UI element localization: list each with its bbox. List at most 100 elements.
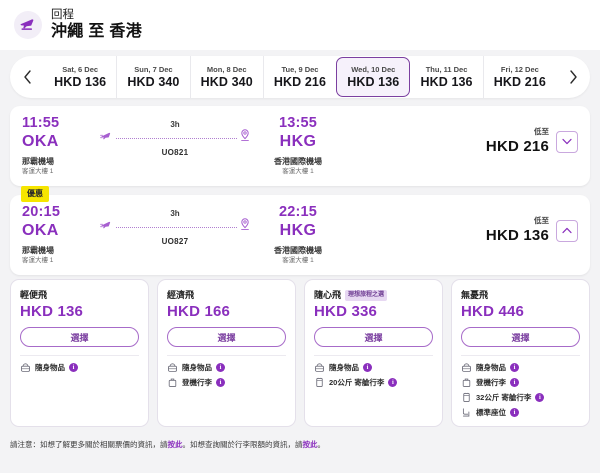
divider (167, 355, 286, 356)
location-pin-icon (240, 218, 250, 236)
checked-bag-icon (314, 377, 325, 388)
amenity-label: 隨身物品 (35, 362, 65, 372)
cabin-bag-icon (461, 377, 472, 388)
chevron-left-icon[interactable] (10, 56, 44, 98)
date-label: Mon, 8 Dec (206, 64, 247, 74)
path-line (116, 226, 237, 228)
departure-terminal: 客運大樓 1 (22, 257, 54, 264)
baggage-info-link[interactable]: 按此 (302, 440, 318, 449)
date-label: Tue, 9 Dec (281, 64, 319, 74)
departure-terminal: 客運大樓 1 (22, 168, 54, 175)
seat-icon (461, 407, 472, 418)
footer-note: 請注意：如想了解更多關於相關票價的資訊，請按此。如想查詢關於行李限額的資訊，請按… (0, 437, 600, 458)
info-icon[interactable]: i (69, 363, 78, 372)
select-fare-button[interactable]: 選擇 (167, 327, 286, 347)
flight-duration: 3h (170, 209, 180, 218)
arrival-airport-name: 香港國際機場 (274, 157, 322, 166)
plane-icon (100, 129, 113, 147)
date-price: HKD 340 (200, 74, 253, 89)
amenity-item: 隨身物品 i (461, 362, 580, 373)
fare-price: HKD 166 (167, 303, 231, 320)
chevron-up-icon[interactable] (556, 219, 578, 242)
amenity-label: 隨身物品 (329, 362, 359, 372)
fare-name: 隨心飛 (314, 290, 342, 300)
amenity-item: 標準座位 i (461, 407, 580, 418)
arrival-airport-name: 香港國際機場 (274, 246, 322, 255)
info-icon[interactable]: i (388, 378, 398, 387)
amenity-label: 隨身物品 (476, 362, 506, 372)
departure-airport-name: 那霸機場 (22, 246, 54, 255)
departure-time: 11:55 (22, 115, 60, 131)
arrival-terminal: 客運大樓 1 (282, 257, 314, 264)
select-fare-button[interactable]: 選擇 (314, 327, 433, 347)
fare-name: 經濟飛 (167, 290, 195, 300)
footer-text-part3: 。 (317, 440, 326, 449)
info-icon[interactable]: i (510, 363, 519, 372)
info-icon[interactable]: i (363, 363, 372, 372)
departure-time: 20:15 (22, 204, 61, 220)
fare-price: HKD 446 (461, 303, 525, 320)
date-label: Wed, 10 Dec (351, 64, 396, 74)
info-icon[interactable]: i (216, 363, 225, 372)
flight-duration: 3h (170, 120, 180, 129)
footer-text-part1: 請注意：如想了解更多關於相關票價的資訊，請 (10, 440, 168, 449)
amenity-item: 隨身物品 i (314, 362, 433, 373)
select-fare-button[interactable]: 選擇 (461, 327, 580, 347)
fare-info-link[interactable]: 按此 (167, 440, 183, 449)
info-icon[interactable]: i (535, 393, 545, 402)
arrival-airport-code: HKG (279, 133, 317, 150)
info-icon[interactable]: i (216, 378, 225, 387)
date-price: HKD 136 (54, 74, 107, 89)
personal-item-icon (461, 362, 472, 373)
arrival-airport-code: HKG (279, 222, 317, 239)
price-section: 低至 HKD 136 (346, 204, 578, 245)
arrival-time: 22:15 (278, 204, 318, 220)
amenity-item: 隨身物品 i (20, 362, 139, 373)
date-label: Sat, 6 Dec (62, 64, 99, 74)
date-price: HKD 136 (347, 74, 400, 89)
page-header: 回程 沖繩 至 香港 (0, 0, 600, 50)
date-price: HKD 216 (273, 74, 327, 89)
departure-airport-name: 那霸機場 (22, 157, 54, 166)
promo-badge: 優惠 (21, 186, 49, 202)
date-label: Sun, 7 Dec (134, 64, 173, 74)
flight-price: HKD 136 (485, 227, 549, 244)
amenity-label: 32公斤 寄艙行李 (476, 392, 532, 402)
info-icon[interactable]: i (510, 378, 519, 387)
chevron-down-icon[interactable] (556, 130, 578, 153)
amenity-label: 標準座位 (476, 407, 506, 417)
select-fare-button[interactable]: 選擇 (20, 327, 139, 347)
info-icon[interactable]: i (510, 408, 519, 417)
price-from-label: 低至 (534, 127, 549, 136)
arrival-terminal: 客運大樓 1 (282, 168, 314, 175)
chevron-right-icon[interactable] (556, 56, 590, 98)
arrival-time: 13:55 (278, 115, 318, 131)
price-from-label: 低至 (534, 216, 549, 225)
location-pin-icon (240, 129, 250, 147)
amenity-list: 隨身物品 i (20, 362, 139, 373)
amenity-label: 20公斤 寄艙行李 (329, 377, 385, 387)
personal-item-icon (314, 362, 325, 373)
